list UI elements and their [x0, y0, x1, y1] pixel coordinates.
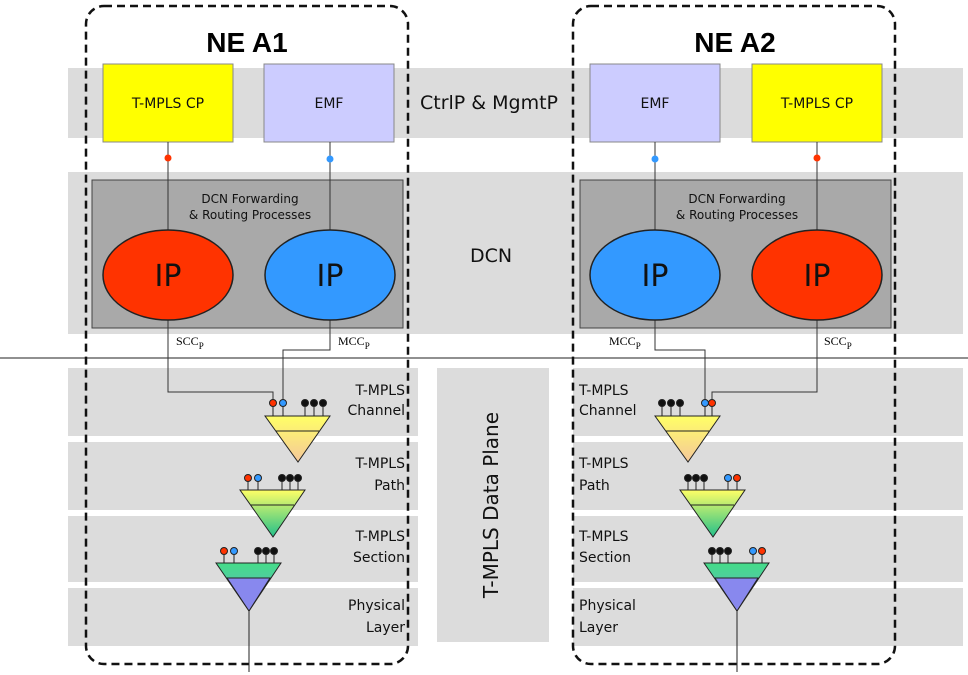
ne-a1-layer-labels: T-MPLS Channel T-MPLS Path T-MPLS Sectio… — [348, 383, 406, 636]
ne-a1-physical-funnel — [226, 577, 271, 612]
ne-a1-ip-scc-label: IP — [155, 259, 182, 294]
ne-a2-ip-scc — [751, 229, 883, 321]
ne-a2-funnels — [654, 415, 770, 672]
ne-a2-ip-scc-label: IP — [804, 259, 831, 294]
ne-a1-title: NE A1 — [206, 27, 287, 58]
dcn-label: DCN — [470, 245, 512, 267]
ne-a1-layer-channel-line2: Channel — [348, 403, 405, 419]
ne-a1-ip-scc — [102, 229, 234, 321]
ne-a2-layer-section-line2: Section — [579, 550, 631, 566]
ne-a2-layer-section-line1: T-MPLS — [578, 529, 629, 545]
ne-a2: NE A2 EMF T-MPLS CP DCN Forwarding & Rou… — [571, 4, 897, 672]
ne-a1-dcn-box-line1: DCN Forwarding — [201, 192, 298, 206]
ne-a2-ip-mcc-label: IP — [642, 259, 669, 294]
ne-a2-emf-box — [589, 63, 721, 143]
ne-a1-mcc-label: MCCP — [338, 334, 370, 351]
ne-a1-layer-section-line1: T-MPLS — [354, 529, 405, 545]
ne-a2-layer-physical-line2: Layer — [579, 620, 618, 636]
ne-a1-layer-path-line1: T-MPLS — [354, 456, 405, 472]
ne-a2-title: NE A2 — [694, 27, 775, 58]
ne-a1-channel-funnel — [264, 415, 331, 463]
ne-a2-boundary — [571, 4, 897, 666]
ne-a2-channel-funnel — [654, 415, 721, 463]
ne-a2-layer-channel-line2: Channel — [579, 403, 636, 419]
ne-a1-scc-label: SCCP — [176, 334, 204, 351]
ne-a2-ip-mcc — [589, 229, 721, 321]
band-channel-left — [68, 368, 418, 436]
ne-a1-access-points — [220, 399, 327, 563]
ne-a1-layer-physical-line2: Layer — [366, 620, 405, 636]
band-path-right — [573, 442, 963, 510]
background-bands — [68, 68, 963, 646]
ne-a2-cp-port-dot — [813, 154, 821, 162]
ne-a1-cp-port-dot — [164, 154, 172, 162]
ne-a2-layer-channel-line1: T-MPLS — [578, 383, 629, 399]
ne-a2-scc-label: SCCP — [824, 334, 852, 351]
band-path-left — [68, 442, 418, 510]
ne-a1-layer-physical-line1: Physical — [348, 598, 405, 614]
ne-a1-funnels — [215, 415, 331, 672]
band-physical-right — [573, 588, 963, 646]
ne-a1-tmpls-cp-label: T-MPLS CP — [131, 96, 204, 112]
ne-a1-boundary — [84, 4, 410, 666]
ne-a2-physical-funnel — [714, 577, 759, 612]
ne-a1-layer-channel-line1: T-MPLS — [354, 383, 405, 399]
ne-a1-emf-box — [263, 63, 395, 143]
ne-a2-layer-path-line2: Path — [579, 478, 610, 494]
ne-a2-layer-labels: T-MPLS Channel T-MPLS Path T-MPLS Sectio… — [578, 383, 636, 636]
ne-a2-dcn-box-line1: DCN Forwarding — [688, 192, 785, 206]
band-channel-right — [573, 368, 963, 436]
ne-a2-mcc-label: MCCP — [609, 334, 641, 351]
ne-a1-emf-label: EMF — [315, 96, 344, 112]
ne-a1-ip-mcc — [264, 229, 396, 321]
ne-a1-layer-section-line2: Section — [353, 550, 405, 566]
ne-a1-ip-mcc-label: IP — [317, 259, 344, 294]
ne-a1-path-funnel — [239, 489, 306, 538]
ne-a1-emf-port-dot — [326, 155, 334, 163]
data-plane-label: T-MPLS Data Plane — [479, 412, 503, 599]
ne-a1: NE A1 T-MPLS CP EMF DCN Forwarding & Rou… — [84, 4, 410, 672]
ne-a2-layer-physical-line1: Physical — [579, 598, 636, 614]
band-data-plane — [437, 368, 549, 642]
ne-a2-access-points — [658, 399, 766, 563]
ne-a2-tmpls-cp-label: T-MPLS CP — [780, 96, 853, 112]
ne-a2-emf-label: EMF — [641, 96, 670, 112]
ctrl-mgmt-label: CtrlP & MgmtP — [420, 92, 558, 114]
band-section-right — [573, 516, 963, 582]
ne-a1-layer-path-line2: Path — [374, 478, 405, 494]
ne-a2-dcn-box-line2: & Routing Processes — [676, 208, 798, 222]
ne-a2-path-funnel — [679, 489, 746, 538]
ne-a1-dcn-box-line2: & Routing Processes — [189, 208, 311, 222]
ne-a2-layer-path-line1: T-MPLS — [578, 456, 629, 472]
ne-a2-emf-port-dot — [651, 155, 659, 163]
